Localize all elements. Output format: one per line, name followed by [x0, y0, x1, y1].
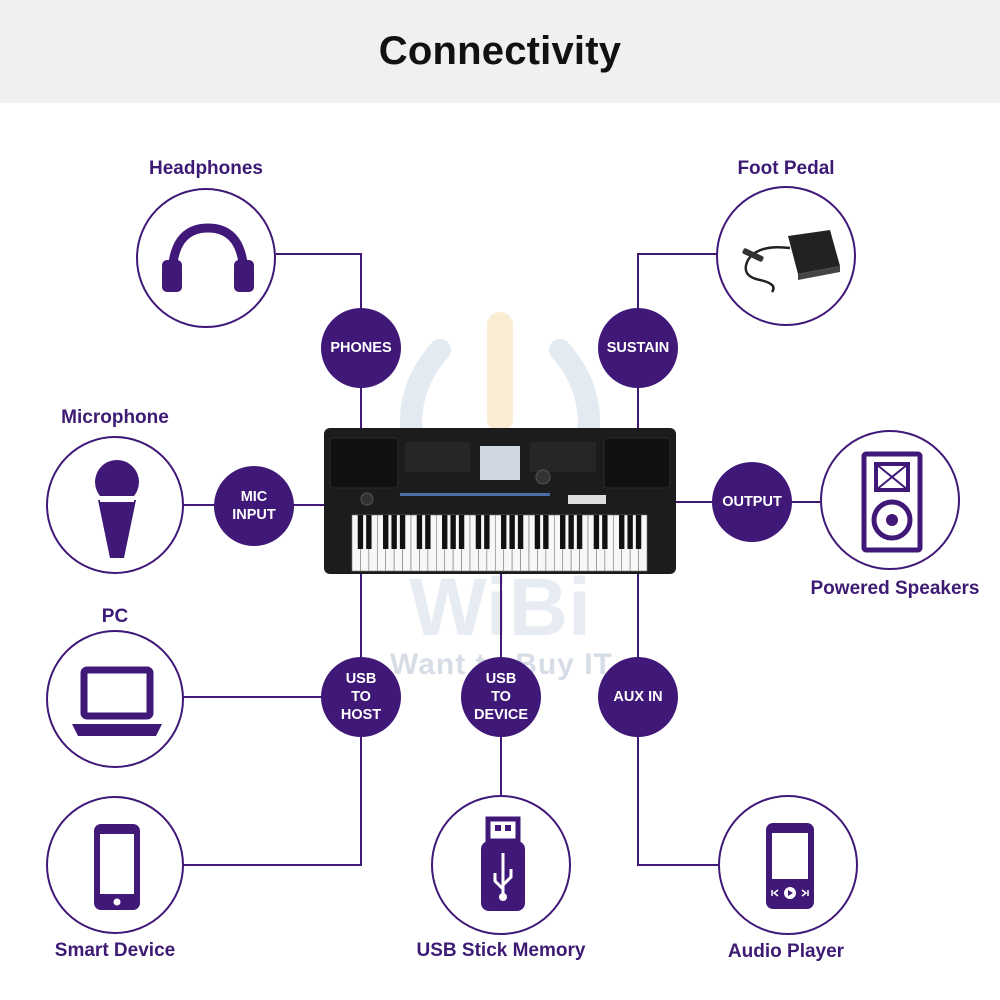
- speaker-icon: [861, 451, 923, 553]
- black-key: [442, 515, 448, 549]
- audio-player-icon: [766, 823, 814, 909]
- black-key: [484, 515, 490, 549]
- laptop-icon: [72, 666, 162, 736]
- audio-player-label: Audio Player: [727, 941, 845, 962]
- black-key: [509, 515, 515, 549]
- black-key: [560, 515, 566, 549]
- microphone-label: Microphone: [61, 407, 169, 428]
- black-key: [383, 515, 389, 549]
- port-usb-to-device: USB TO DEVICE: [461, 657, 541, 737]
- black-key: [602, 515, 608, 549]
- black-key: [593, 515, 600, 549]
- black-key: [458, 515, 465, 549]
- black-key: [635, 515, 642, 549]
- black-key: [450, 515, 456, 549]
- port-aux-in: AUX IN: [598, 657, 678, 737]
- black-key: [543, 515, 549, 549]
- port-output: OUTPUT: [712, 462, 792, 542]
- usb-stick-circle: [431, 795, 571, 935]
- keyboard-image: [324, 428, 676, 574]
- page-title: Connectivity: [378, 29, 622, 73]
- audio-player-circle: [718, 795, 858, 935]
- usb-stick-icon: [481, 816, 525, 911]
- microphone-icon: [95, 460, 139, 558]
- black-key: [425, 515, 431, 549]
- port-sustain: SUSTAIN: [598, 308, 678, 388]
- foot-pedal-circle: [716, 186, 856, 326]
- port-mic-input: MIC INPUT: [214, 466, 294, 546]
- powered-speakers-circle: [820, 430, 960, 570]
- smart-device-circle: [46, 796, 184, 934]
- smart-device-label: Smart Device: [54, 940, 176, 961]
- black-key: [627, 515, 633, 549]
- black-key: [475, 515, 482, 549]
- black-key: [501, 515, 507, 549]
- port-usb-to-host: USB TO HOST: [321, 657, 401, 737]
- black-key: [517, 515, 524, 549]
- microphone-circle: [46, 436, 184, 574]
- headphones-icon: [162, 223, 254, 292]
- powered-speakers-label: Powered Speakers: [810, 578, 980, 599]
- headphones-circle: [136, 188, 276, 328]
- black-key: [399, 515, 406, 549]
- foot-pedal-icon: [742, 230, 840, 293]
- black-key: [576, 515, 583, 549]
- black-key: [391, 515, 397, 549]
- black-key: [534, 515, 541, 549]
- black-key: [366, 515, 372, 549]
- title-bar: Connectivity: [0, 0, 1000, 103]
- black-key: [619, 515, 625, 549]
- black-key: [416, 515, 423, 549]
- black-key: [357, 515, 364, 549]
- pc-circle: [46, 630, 184, 768]
- headphones-label: Headphones: [148, 158, 264, 179]
- foot-pedal-label: Foot Pedal: [737, 158, 835, 179]
- black-key: [568, 515, 574, 549]
- smartphone-icon: [94, 824, 140, 910]
- pc-label: PC: [101, 606, 129, 627]
- port-phones: PHONES: [321, 308, 401, 388]
- usb-stick-label: USB Stick Memory: [416, 940, 586, 961]
